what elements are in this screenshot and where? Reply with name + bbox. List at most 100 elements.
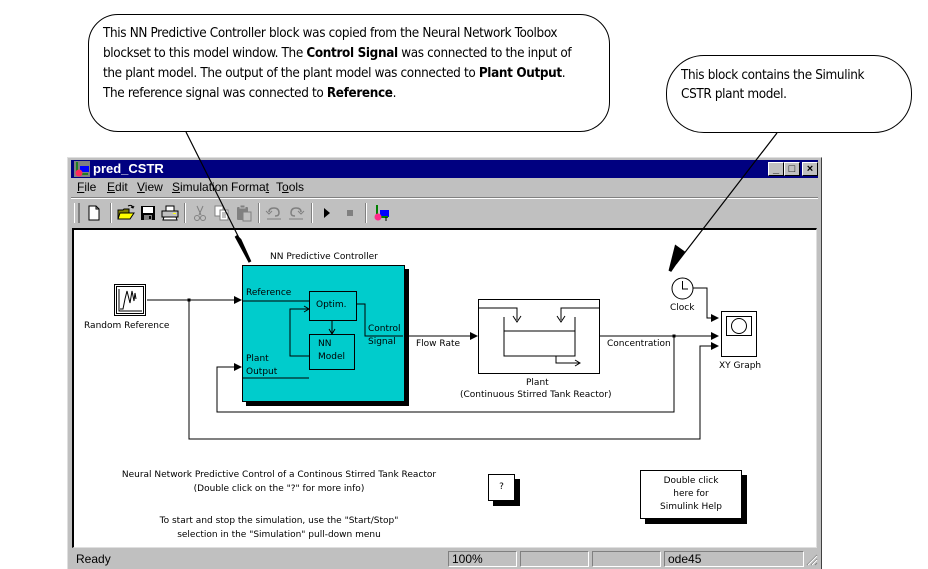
controller-callout: This NN Predictive Controller block was … [88,14,610,132]
reference-branch-line [188,300,711,440]
start-stop-note: To start and stop the simulation, use th… [144,514,414,542]
open-folder-icon[interactable] [115,202,137,224]
toolbar [71,200,818,226]
menu-tools[interactable]: Tools [276,180,305,194]
tank-reactor-icon [479,307,599,367]
library-browser-icon[interactable] [371,202,393,224]
model-description-note: Neural Network Predictive Control of a C… [114,468,444,496]
arrow-head [711,332,719,340]
menu-view[interactable]: View [137,180,163,194]
help-line-2: here for [673,489,709,499]
arrow-head [234,363,242,371]
new-document-icon[interactable] [83,202,105,224]
optim-label: Optim. [316,300,347,310]
model-canvas[interactable]: Random Reference NN Predictive Controlle… [72,228,817,548]
copy-icon[interactable] [211,202,233,224]
callout-line-2: blockset to this model window. The Contr… [103,46,572,61]
nn-model-label-1: NN [318,339,332,349]
arrow-head [711,342,719,350]
status-text: Ready [76,552,111,566]
toolbar-separator [365,203,367,223]
reference-port-label: Reference [246,288,292,298]
random-reference-label: Random Reference [84,321,170,331]
arrow-head [470,332,478,340]
clock-line [693,287,711,319]
clock-block[interactable] [671,277,694,300]
controller-title: NN Predictive Controller [270,252,378,262]
toolbar-grip[interactable] [74,203,79,223]
nn-model-block[interactable]: NN Model [309,334,355,370]
xy-graph-label: XY Graph [719,361,762,371]
save-disk-icon[interactable] [137,202,159,224]
close-button[interactable]: × [802,162,818,176]
menu-simulation[interactable]: Simulation [172,180,229,194]
solver-panel: ode45 [664,551,804,567]
printer-icon[interactable] [159,202,181,224]
help-line-3: Simulink Help [660,502,722,512]
random-signal-icon [116,286,144,314]
menu-separator [71,197,818,199]
plant-callout-line-1: This block contains the Simulink [681,68,865,83]
concentration-label: Concentration [607,339,671,349]
simulink-app-icon [74,161,90,177]
redo-icon[interactable] [285,202,307,224]
note-title-line-1: Neural Network Predictive Control of a C… [121,470,437,480]
plant-output-feedback-line [216,336,675,413]
resize-grip-icon[interactable] [806,554,818,566]
menu-file[interactable]: File [77,180,97,194]
toolbar-separator [110,203,112,223]
toolbar-separator [311,203,313,223]
status-panel-4 [592,551,661,567]
help-line-1: Double click [663,476,719,486]
plant-output-port-label-2: Output [246,367,278,377]
arrow-head [711,314,719,322]
undo-icon[interactable] [263,202,285,224]
menu-format[interactable]: Format [231,180,270,194]
callout-line-1: This NN Predictive Controller block was … [103,26,558,41]
clock-label: Clock [670,303,695,313]
status-panel-3 [520,551,589,567]
optim-block[interactable]: Optim. [309,291,357,321]
minimize-button[interactable]: _ [768,162,784,176]
nn-predictive-controller-block[interactable]: Reference Plant Output Control Signal Op… [242,265,405,402]
note-title-line-2: (Double click on the "?" for more info) [193,484,365,494]
title-bar[interactable]: pred_CSTR _ □ × [71,160,818,178]
note-start-line-1: To start and stop the simulation, use th… [159,516,399,526]
stop-icon[interactable] [339,202,361,224]
status-bar: Ready 100% ode45 [71,550,818,568]
callout-line-3: the plant model. The output of the plant… [103,66,566,81]
plant-callout-line-2: CSTR plant model. [681,87,787,102]
plant-label: Plant [526,378,549,388]
plant-sublabel: (Continuous Stirred Tank Reactor) [460,390,612,400]
signal-lines [147,287,719,440]
maximize-button[interactable]: □ [784,162,800,176]
zoom-level-panel: 100% [448,551,517,567]
toolbar-separator [184,203,186,223]
control-signal-label-1: Control [368,324,401,334]
controller-inner-lines [243,300,403,379]
window-title: pred_CSTR [93,161,164,176]
note-start-line-2: selection in the "Simulation" pull-down … [177,530,381,540]
plant-output-port-label-1: Plant [246,354,269,364]
menu-edit[interactable]: Edit [107,180,128,194]
arrow-head [234,296,242,304]
control-signal-label-2: Signal [368,337,396,347]
plant-callout: This block contains the Simulink CSTR pl… [666,55,912,133]
branch-point [187,298,191,302]
simulink-help-block[interactable]: Double click here for Simulink Help [640,470,742,519]
info-button-block[interactable]: ? [488,474,515,501]
xy-graph-block[interactable] [721,311,757,357]
play-icon[interactable] [316,202,338,224]
scope-screen-icon [726,316,752,336]
random-reference-block[interactable] [114,284,146,316]
paste-icon[interactable] [233,202,255,224]
plant-block[interactable] [478,299,600,374]
callout-line-4: The reference signal was connected to Re… [103,86,397,101]
toolbar-separator [258,203,260,223]
flow-rate-label: Flow Rate [416,339,461,349]
model-window: pred_CSTR _ □ × File Edit View Simulatio… [67,157,822,569]
toolbar-grip-2 [78,203,80,223]
branch-point [672,334,676,338]
menu-bar: File Edit View Simulation Format Tools [71,179,818,197]
scissors-icon[interactable] [189,202,211,224]
